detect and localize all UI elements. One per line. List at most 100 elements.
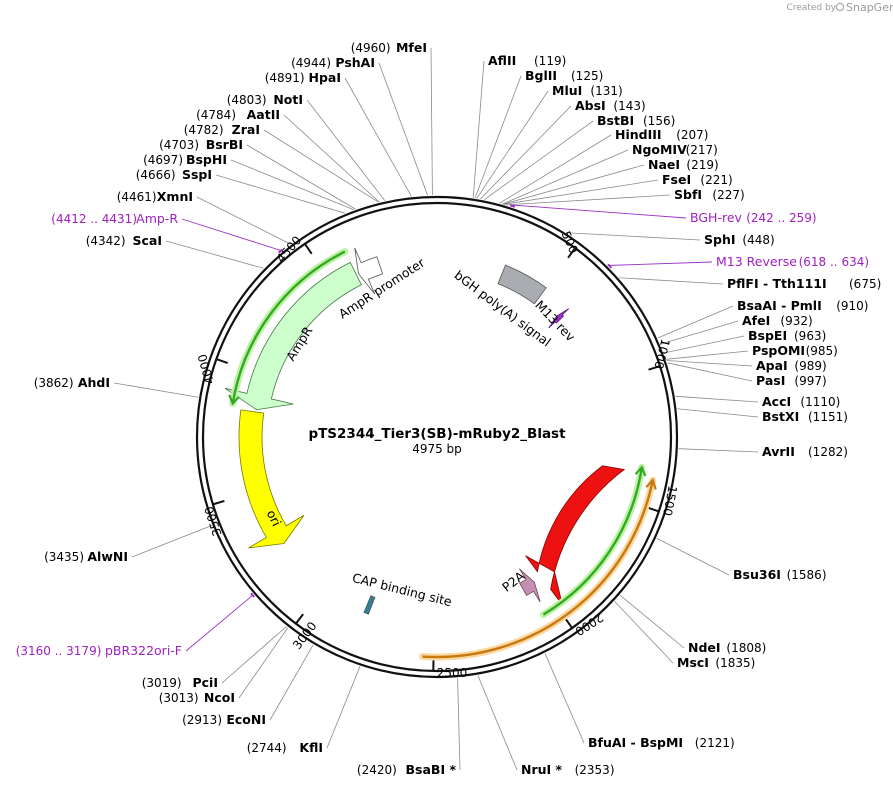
enzyme-site-aflii[interactable]: AflII(119) xyxy=(488,53,566,68)
blast-orf-arrowhead xyxy=(645,478,657,490)
enzyme-site-bsrbi[interactable]: BsrBI(4703) xyxy=(159,137,243,152)
enzyme-leader xyxy=(657,305,734,339)
primer-pbr322ori-f[interactable]: pBR322ori-F(3160 .. 3179) xyxy=(16,643,182,658)
primer-leader xyxy=(185,595,253,652)
enzyme-name: ZraI xyxy=(232,122,260,137)
enzyme-leader xyxy=(474,75,522,199)
enzyme-name: NotI xyxy=(273,92,303,107)
enzyme-site-econi[interactable]: EcoNI(2913) xyxy=(182,712,266,727)
mruby2-orf xyxy=(542,467,643,616)
primer-amp-r[interactable]: Amp-R(4412 .. 4431) xyxy=(51,211,178,226)
cap-binding-site-feature xyxy=(363,595,376,615)
enzyme-leader xyxy=(677,408,759,418)
enzyme-site-sspi[interactable]: SspI(4666) xyxy=(136,167,212,182)
enzyme-site-ndei[interactable]: NdeI(1808) xyxy=(688,640,766,655)
primer-bgh-rev[interactable]: BGH-rev(242 .. 259) xyxy=(690,210,817,225)
enzyme-site-bspei[interactable]: BspEI(963) xyxy=(748,328,826,343)
enzyme-site-naei[interactable]: NaeI(219) xyxy=(648,157,719,172)
enzyme-site-pshai[interactable]: PshAI(4944) xyxy=(291,55,375,70)
enzyme-position: (143) xyxy=(613,99,645,113)
enzyme-site-absi[interactable]: AbsI(143) xyxy=(575,98,646,113)
enzyme-site-afei[interactable]: AfeI(932) xyxy=(742,313,813,328)
enzyme-position: (3435) xyxy=(44,550,84,564)
enzyme-position: (2121) xyxy=(695,736,735,750)
enzyme-site-ncoi[interactable]: NcoI(3013) xyxy=(159,690,235,705)
enzyme-leader xyxy=(326,666,361,749)
enzyme-site-bfuai-bspmi[interactable]: BfuAI - BspMI(2121) xyxy=(588,735,735,750)
enzyme-site-hindiii[interactable]: HindIII(207) xyxy=(615,127,708,142)
enzyme-site-noti[interactable]: NotI(4803) xyxy=(227,92,303,107)
enzyme-position: (4891) xyxy=(265,71,305,85)
enzyme-site-mlui[interactable]: MluI(131) xyxy=(552,83,623,98)
enzyme-site-msci[interactable]: MscI(1835) xyxy=(677,655,755,670)
enzyme-site-ahdi[interactable]: AhdI(3862) xyxy=(34,375,110,390)
enzyme-position: (3013) xyxy=(159,691,199,705)
enzyme-name: SbfI xyxy=(674,187,702,202)
enzyme-site-pflfi-tth111i[interactable]: PflFI - Tth111I(675) xyxy=(727,276,881,291)
primer-m13-reverse[interactable]: M13 Reverse(618 .. 634) xyxy=(716,254,869,269)
enzyme-name: AflII xyxy=(488,53,516,68)
enzyme-name: BsaAI - PmlI xyxy=(737,298,822,313)
enzyme-site-aatii[interactable]: AatII(4784) xyxy=(196,107,280,122)
enzyme-name: MluI xyxy=(552,83,582,98)
enzyme-position: (2420) xyxy=(357,763,397,777)
enzyme-site-bglii[interactable]: BglII(125) xyxy=(525,68,603,83)
enzyme-site-alwni[interactable]: AlwNI(3435) xyxy=(44,549,128,564)
enzyme-name: EcoNI xyxy=(226,712,266,727)
tick-label-2500: 2500 xyxy=(437,666,468,680)
enzyme-leader xyxy=(660,320,739,345)
enzyme-site-xmni[interactable]: XmnI(4461) xyxy=(117,189,193,204)
enzyme-name: BsaBI * xyxy=(406,762,457,777)
leader-lines xyxy=(113,47,759,771)
enzyme-leader xyxy=(499,134,612,204)
enzyme-site-bstxi[interactable]: BstXI(1151) xyxy=(762,409,848,424)
enzyme-name: BstXI xyxy=(762,409,799,424)
enzyme-name: ScaI xyxy=(133,233,163,248)
enzyme-position: (932) xyxy=(780,314,812,328)
enzyme-name: BspEI xyxy=(748,328,787,343)
enzyme-site-acci[interactable]: AccI(1110) xyxy=(762,394,840,409)
enzyme-site-mfei[interactable]: MfeI(4960) xyxy=(351,40,427,55)
enzyme-site-bstbi[interactable]: BstBI(156) xyxy=(597,113,675,128)
enzyme-site-ngomiv[interactable]: NgoMIV(217) xyxy=(632,142,718,157)
enzyme-site-bsabi[interactable]: BsaBI * (2420) xyxy=(357,762,457,777)
enzyme-site-hpai[interactable]: HpaI(4891) xyxy=(265,70,341,85)
tick-mark-2000 xyxy=(564,617,573,629)
enzyme-leader xyxy=(505,194,671,206)
primer-mark-bgh-rev xyxy=(509,204,516,208)
enzyme-site-pspomi[interactable]: PspOMI(985) xyxy=(752,343,838,358)
enzyme-site-pasi[interactable]: PasI(997) xyxy=(756,373,827,388)
enzyme-site-bsphi[interactable]: BspHI(4697) xyxy=(143,152,227,167)
enzyme-name: MfeI xyxy=(396,40,427,55)
primer-leader xyxy=(512,204,687,219)
enzyme-site-apai[interactable]: ApaI(989) xyxy=(756,358,827,373)
enzyme-site-bsu36i[interactable]: Bsu36I(1586) xyxy=(733,567,827,582)
enzyme-site-zrai[interactable]: ZraI(4782) xyxy=(184,122,260,137)
enzyme-site-scai[interactable]: ScaI(4342) xyxy=(86,233,162,248)
enzyme-site-avrii[interactable]: AvrII(1282) xyxy=(762,444,848,459)
enzyme-site-pcii[interactable]: PciI(3019) xyxy=(142,675,218,690)
enzyme-position: (1808) xyxy=(726,641,766,655)
enzyme-leader xyxy=(457,678,461,771)
p2a-feature xyxy=(519,568,541,603)
enzyme-site-sphi[interactable]: SphI(448) xyxy=(704,232,775,247)
enzyme-position: (1586) xyxy=(787,568,827,582)
tick-label-1000: 1000 xyxy=(651,337,672,370)
enzyme-site-sbfi[interactable]: SbfI(227) xyxy=(674,187,745,202)
enzyme-name: SspI xyxy=(182,167,212,182)
enzyme-name: PasI xyxy=(756,373,785,388)
primer-position: (3160 .. 3179) xyxy=(16,644,102,658)
enzyme-leader xyxy=(165,240,264,269)
enzyme-leader xyxy=(503,179,659,205)
snapgene-brand-text: SnapGene xyxy=(846,1,893,14)
enzyme-site-nrui[interactable]: NruI *(2353) xyxy=(521,762,615,777)
enzyme-position: (448) xyxy=(742,233,774,247)
enzyme-site-bsaai-pmli[interactable]: BsaAI - PmlI(910) xyxy=(737,298,868,313)
enzyme-site-kfli[interactable]: KflI(2744) xyxy=(247,740,323,755)
enzyme-leader xyxy=(283,114,380,203)
primer-name: M13 Reverse xyxy=(716,254,797,269)
enzyme-leader xyxy=(619,277,724,285)
enzyme-site-fsei[interactable]: FseI(221) xyxy=(662,172,733,187)
m13-rev-feature xyxy=(548,308,570,329)
enzyme-name: BstBI xyxy=(597,113,634,128)
